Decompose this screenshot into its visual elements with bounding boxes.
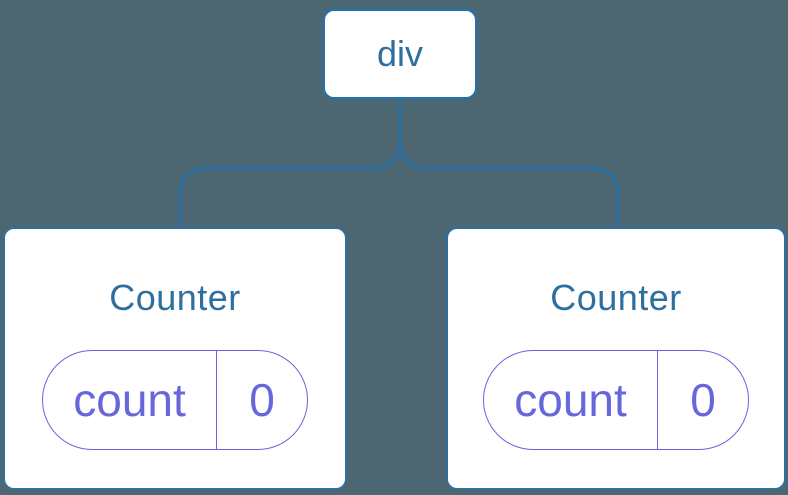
counter-title: Counter [550, 277, 682, 318]
state-key: count [484, 351, 658, 449]
counter-node-left: Counter count 0 [3, 227, 347, 490]
connector-right-branch [398, 100, 620, 227]
state-value: 0 [690, 374, 716, 426]
counter-title: Counter [109, 277, 241, 318]
state-key: count [43, 351, 217, 449]
connector-left-branch [178, 100, 402, 227]
root-node: div [322, 8, 478, 100]
counter-node-right: Counter count 0 [446, 227, 786, 490]
root-node-label: div [376, 33, 424, 74]
state-pill: count 0 [42, 350, 308, 450]
state-value: 0 [249, 374, 275, 426]
state-pill: count 0 [483, 350, 749, 450]
